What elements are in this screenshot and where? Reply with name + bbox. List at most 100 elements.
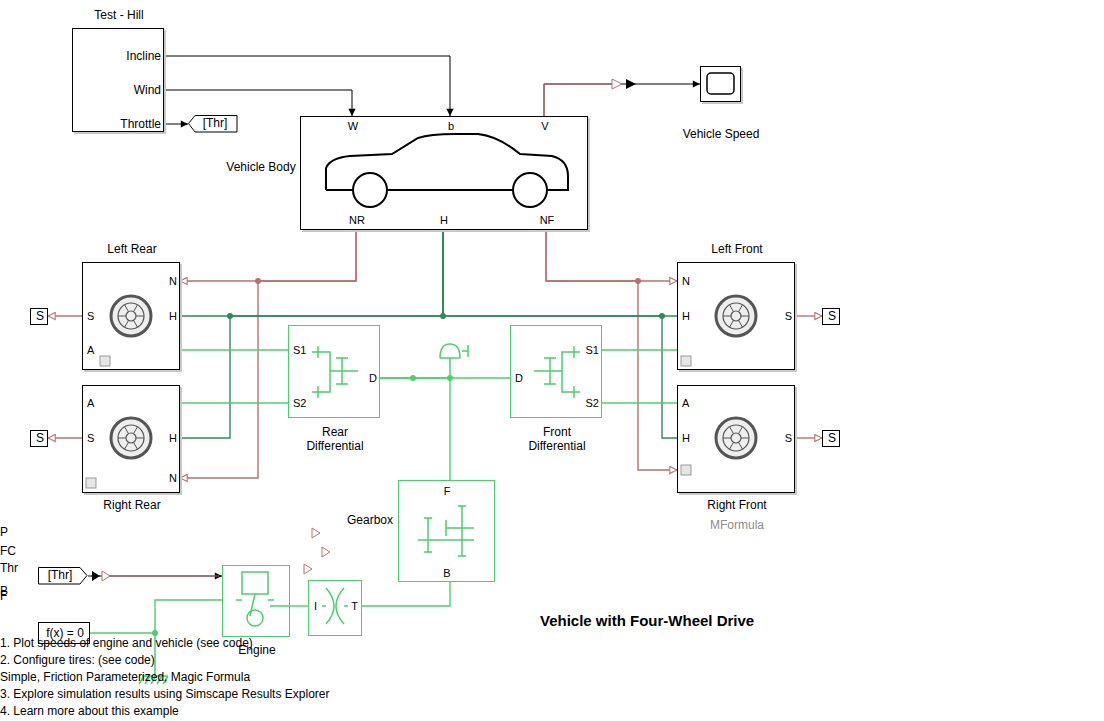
tire-block: Right RearASHN — [82, 385, 180, 493]
wheel-ring — [731, 311, 741, 321]
port-label: H — [682, 432, 690, 445]
block-name: Right Front — [707, 499, 766, 513]
wheel-ring — [716, 296, 756, 336]
drawing-stroke — [312, 528, 320, 538]
port-label: D — [515, 372, 523, 385]
port-label: N — [169, 472, 177, 485]
block-name: Left Rear — [107, 243, 156, 257]
block-name: Gearbox — [347, 514, 393, 528]
port-label: S1 — [586, 344, 599, 357]
terminator: S — [30, 308, 48, 325]
block-name: Right Rear — [103, 499, 160, 513]
drawing-stroke — [236, 594, 290, 616]
drawing-stroke — [322, 588, 348, 624]
drawing-stroke — [440, 344, 468, 378]
wheel-spoke — [723, 316, 731, 317]
block-name: Front Differential — [517, 426, 597, 454]
port-label: S1 — [293, 344, 306, 357]
port-label: T — [351, 600, 358, 613]
junction-dot — [440, 313, 446, 319]
drawing-stroke — [681, 356, 691, 366]
connector-line — [180, 402, 288, 403]
goto-tag: [Thr] — [188, 115, 238, 133]
drawing-stroke — [102, 571, 110, 581]
note-text: 1. Plot speeds of engine and vehicle (se… — [0, 637, 253, 651]
junction-dot — [447, 375, 453, 381]
connector-line — [546, 230, 677, 281]
connector-line — [180, 230, 443, 438]
gearbox-icon — [418, 506, 474, 556]
port-label: B — [443, 567, 450, 580]
wheel-spoke — [723, 438, 731, 439]
scope-block: Vehicle Speed — [700, 66, 741, 102]
port-label: Throttle — [120, 118, 161, 132]
port-label: F — [0, 590, 7, 604]
wheel-spoke — [741, 316, 749, 317]
car-icon — [326, 134, 568, 207]
block-name: Vehicle Body — [226, 161, 296, 175]
junction-dot — [635, 278, 641, 284]
tire-block: Right FrontMFormulaAHS — [677, 385, 795, 493]
drawing-stroke — [100, 356, 110, 366]
drawing-stroke — [513, 173, 547, 207]
note-text: 2. Configure tires: (see code) — [0, 654, 155, 668]
block-name: Rear Differential — [295, 426, 375, 454]
note-text: 4. Learn more about this example — [0, 705, 179, 719]
port-label: N — [169, 275, 177, 288]
wheel-spoke — [125, 442, 129, 449]
wheel-spoke — [125, 427, 129, 434]
drawing-stroke — [534, 346, 580, 398]
port-label: N — [682, 275, 690, 288]
block-text: S — [828, 310, 836, 324]
torque-converter-block: IT — [308, 580, 362, 636]
subsystem-block: Test - HillInclineWindThrottle — [72, 28, 164, 132]
tag-shape — [189, 116, 238, 133]
drawing-stroke — [326, 134, 568, 190]
gearbox-block: GearboxFB — [398, 480, 495, 582]
wheel-spoke — [134, 427, 138, 434]
terminator: S — [822, 308, 840, 325]
junction-dot — [152, 630, 158, 636]
port-label: W — [348, 120, 358, 133]
wheel-spoke — [730, 442, 734, 449]
port-label: P — [0, 526, 8, 540]
junction-dot — [255, 278, 261, 284]
wheel-spoke — [730, 427, 734, 434]
port-label: A — [87, 397, 94, 410]
port-label: S — [87, 310, 94, 323]
vehicle-body-block: Vehicle BodyWbVNRHNF — [300, 116, 588, 230]
port-label: Thr — [0, 562, 18, 576]
tag-shape — [39, 568, 88, 585]
drawing-stroke — [312, 346, 358, 398]
wheel-ring — [731, 433, 741, 443]
port-label: Incline — [126, 50, 161, 64]
junction-dot — [659, 313, 665, 319]
wheel-icons — [111, 296, 756, 458]
wheel-spoke — [118, 438, 126, 439]
note-text: Simple, Friction Parameterized, Magic Fo… — [0, 671, 250, 685]
wheel-spoke — [730, 305, 734, 312]
port-label: S — [785, 432, 792, 445]
drawing-stroke — [322, 547, 330, 557]
block-name: Test - Hill — [94, 9, 143, 23]
wheel-spoke — [125, 320, 129, 327]
port-label: H — [440, 214, 448, 227]
port-label: H — [169, 432, 177, 445]
port-label: Wind — [134, 84, 161, 98]
drawing-stroke — [418, 506, 474, 556]
port-label: S2 — [586, 397, 599, 410]
port-label: D — [369, 372, 377, 385]
port-label: b — [448, 120, 454, 133]
connector-line — [795, 315, 822, 316]
wheel-ring — [716, 418, 756, 458]
wheel-spoke — [730, 320, 734, 327]
diagram-title: Vehicle with Four-Wheel Drive — [540, 612, 754, 629]
scope-icon — [707, 73, 734, 94]
port-label: H — [682, 310, 690, 323]
note-text: 3. Explore simulation results using Sims… — [0, 688, 329, 702]
drawing-stroke — [92, 571, 100, 581]
drawing-stroke — [681, 465, 691, 475]
wheel-spoke — [136, 316, 144, 317]
connector-line — [164, 56, 450, 116]
